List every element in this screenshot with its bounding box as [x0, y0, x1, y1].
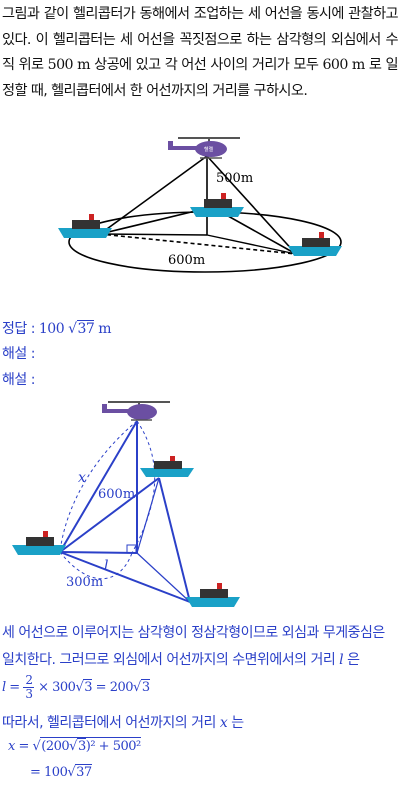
- svg-text:헬렐: 헬렐: [204, 146, 214, 153]
- label-600m-2: 600m: [98, 487, 135, 502]
- label-x: x: [78, 470, 86, 486]
- explanation-line1: 세 어선으로 이루어지는 삼각형이 정삼각형이므로 외심과 무게중심은: [2, 625, 385, 641]
- haeseol-label-1: 해설 :: [2, 346, 35, 362]
- problem-distance: 600 m: [322, 57, 365, 74]
- equation-result: = 100√37: [30, 764, 92, 780]
- ship-icon-center: [190, 193, 244, 217]
- answer-label: 정답 :: [2, 321, 35, 337]
- problem-text-part3: 로 일정할 때, 헬리콥터에서 한 어선까지의 거리를 구하시오.: [2, 57, 399, 99]
- ship-icon-right: [288, 232, 342, 256]
- ship-icon-2-left: [12, 531, 66, 555]
- helicopter-icon-2: [102, 401, 170, 421]
- label-300m: 300m: [66, 575, 103, 590]
- figure-solution-diagram: x 600m l 300m: [12, 401, 240, 607]
- helicopter-icon: 헬렐: [168, 137, 240, 159]
- problem-text-part1: 그림과 같이 헬리콥터가 동해에서 조업하는 세 어선을 동시에 관찰하고 있다…: [2, 6, 399, 74]
- explanation-line2: 일치한다. 그러므로 외심에서 어선까지의 수면위에서의 거리 l 은: [2, 652, 360, 668]
- answer-coef: 100: [38, 321, 65, 337]
- answer-line: 정답 : 100 √37 m: [2, 320, 112, 337]
- problem-height: 500 m: [47, 57, 91, 74]
- explanation-line3: 따라서, 헬리콥터에서 어선까지의 거리 x 는: [2, 715, 244, 731]
- equation-x: x = √(200√3)² + 500²: [8, 737, 141, 754]
- label-500m: 500m: [216, 171, 253, 186]
- label-l: l: [104, 558, 108, 574]
- answer-radicand: 37: [76, 320, 95, 337]
- ship-icon-2-center: [140, 456, 194, 477]
- problem-text: 그림과 같이 헬리콥터가 동해에서 조업하는 세 어선을 동시에 관찰하고 있다…: [2, 2, 399, 104]
- problem-text-part2: 상공에 있고 각 어선 사이의 거리가 모두: [89, 57, 323, 74]
- label-600m: 600m: [168, 253, 205, 268]
- figure-helicopter-ships: 헬렐 500m 600m: [58, 137, 342, 273]
- haeseol-label-2: 해설 :: [2, 372, 35, 388]
- answer-unit: m: [98, 321, 112, 337]
- ship-icon-2-right: [186, 583, 240, 607]
- ship-icon-left: [58, 214, 112, 238]
